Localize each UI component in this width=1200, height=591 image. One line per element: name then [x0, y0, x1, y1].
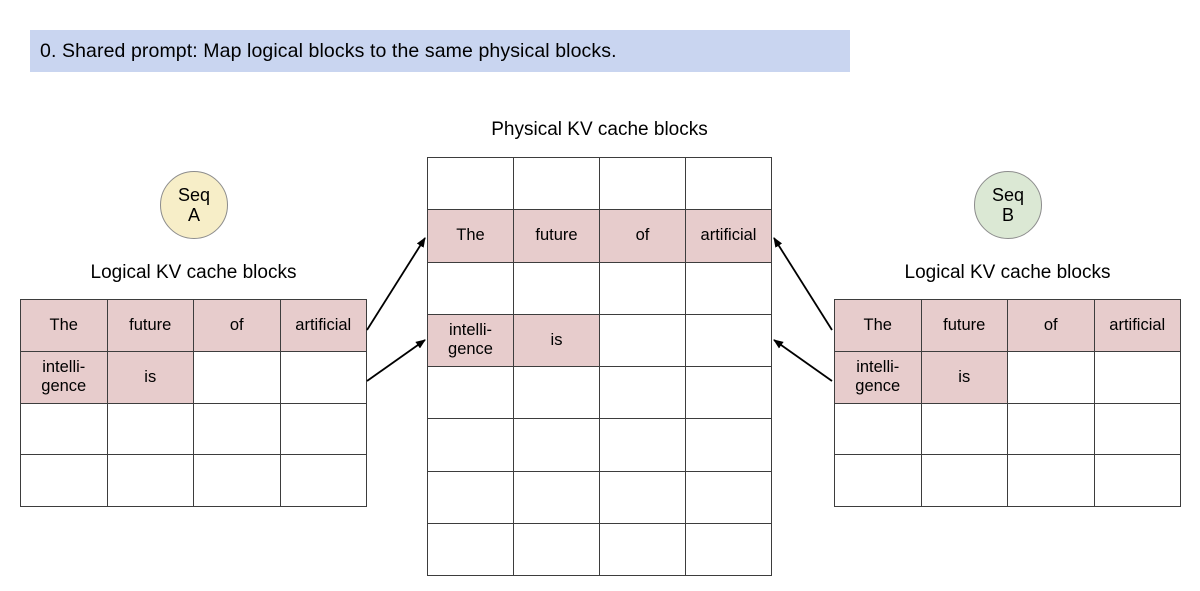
arrow-b-row1-to-physical-row2 [773, 237, 833, 331]
table-row [20, 402, 367, 456]
table-row [427, 470, 772, 524]
table-row [427, 261, 772, 315]
kv-block-cell-empty [685, 365, 772, 420]
kv-block-cell-filled: The [20, 299, 108, 352]
kv-block-cell-filled: is [106, 350, 194, 404]
kv-block-cell-empty [834, 402, 922, 456]
kv-block-cell-empty [834, 454, 922, 507]
kv-block-cell-empty [920, 454, 1008, 507]
table-row [834, 402, 1181, 456]
kv-block-cell-empty [1093, 402, 1181, 456]
table-row [427, 522, 772, 577]
step-banner: 0. Shared prompt: Map logical blocks to … [30, 30, 850, 72]
seq-a-badge: Seq A [160, 171, 228, 239]
kv-block-cell-empty [685, 156, 772, 211]
arrow-a-row1-to-physical-row2 [366, 237, 426, 331]
table-row [427, 156, 772, 211]
kv-block-cell-filled: is [920, 350, 1008, 404]
kv-block-cell-filled: The [834, 299, 922, 352]
kv-block-cell-empty [685, 261, 772, 315]
seq-b-badge: Seq B [974, 171, 1042, 239]
kv-block-cell-empty [427, 365, 514, 420]
logical-a-table-caption: Logical KV cache blocks [90, 262, 297, 283]
arrow-a-row2-to-physical-row4 [366, 339, 426, 382]
table-row [427, 418, 772, 472]
table-row [834, 454, 1181, 507]
kv-block-cell-empty [920, 402, 1008, 456]
kv-block-cell-empty [1007, 350, 1095, 404]
kv-block-cell-empty [599, 470, 686, 524]
kv-block-cell-empty [279, 402, 367, 456]
kv-block-cell-empty [193, 402, 281, 456]
kv-block-cell-filled: The [427, 209, 514, 263]
kv-block-cell-empty [513, 470, 600, 524]
kv-block-cell-empty [106, 454, 194, 507]
seq-b-label-line2: B [1001, 205, 1014, 225]
kv-block-cell-empty [1007, 454, 1095, 507]
kv-block-cell-empty [685, 418, 772, 472]
kv-block-cell-empty [685, 313, 772, 368]
seq-a-label-line2: A [187, 205, 200, 225]
kv-block-cell-empty [427, 261, 514, 315]
kv-block-cell-empty [193, 350, 281, 404]
step-banner-text: 0. Shared prompt: Map logical blocks to … [40, 39, 617, 62]
kv-block-cell-empty [513, 261, 600, 315]
logical-b-table-caption: Logical KV cache blocks [904, 262, 1111, 283]
kv-block-cell-empty [599, 365, 686, 420]
kv-block-cell-empty [599, 418, 686, 472]
kv-block-cell-empty [599, 156, 686, 211]
kv-block-cell-empty [685, 470, 772, 524]
kv-block-cell-empty [427, 418, 514, 472]
kv-block-cell-empty [193, 454, 281, 507]
kv-block-cell-filled: of [1007, 299, 1095, 352]
arrow-b-row2-to-physical-row4 [773, 339, 833, 382]
kv-block-cell-empty [685, 522, 772, 577]
kv-block-cell-filled: artificial [1093, 299, 1181, 352]
kv-block-cell-empty [599, 313, 686, 368]
kv-block-cell-empty [279, 454, 367, 507]
kv-block-cell-filled: of [599, 209, 686, 263]
kv-block-cell-empty [513, 365, 600, 420]
kv-block-cell-filled: intelli-gence [20, 350, 108, 404]
table-row [427, 365, 772, 420]
kv-block-cell-filled: of [193, 299, 281, 352]
kv-block-cell-empty [427, 156, 514, 211]
kv-block-cell-filled: artificial [685, 209, 772, 263]
kv-block-cell-empty [513, 418, 600, 472]
kv-block-cell-empty [1093, 350, 1181, 404]
kv-block-cell-filled: future [513, 209, 600, 263]
kv-block-cell-empty [427, 470, 514, 524]
kv-block-cell-filled: intelli-gence [427, 313, 514, 368]
kv-block-cell-filled: artificial [279, 299, 367, 352]
kv-block-cell-empty [20, 454, 108, 507]
seq-b-label-line1: Seq [991, 185, 1025, 205]
table-row [20, 454, 367, 507]
kv-block-cell-empty [106, 402, 194, 456]
kv-block-cell-filled: is [513, 313, 600, 368]
kv-block-cell-empty [513, 156, 600, 211]
kv-block-cell-empty [513, 522, 600, 577]
kv-block-cell-filled: future [106, 299, 194, 352]
physical-table-caption: Physical KV cache blocks [491, 119, 708, 140]
kv-block-cell-empty [279, 350, 367, 404]
kv-block-cell-empty [20, 402, 108, 456]
kv-block-cell-filled: future [920, 299, 1008, 352]
kv-block-cell-empty [1007, 402, 1095, 456]
kv-block-cell-empty [599, 522, 686, 577]
kv-block-cell-filled: intelli-gence [834, 350, 922, 404]
kv-block-cell-empty [1093, 454, 1181, 507]
seq-a-label-line1: Seq [177, 185, 211, 205]
kv-block-cell-empty [427, 522, 514, 577]
kv-block-cell-empty [599, 261, 686, 315]
